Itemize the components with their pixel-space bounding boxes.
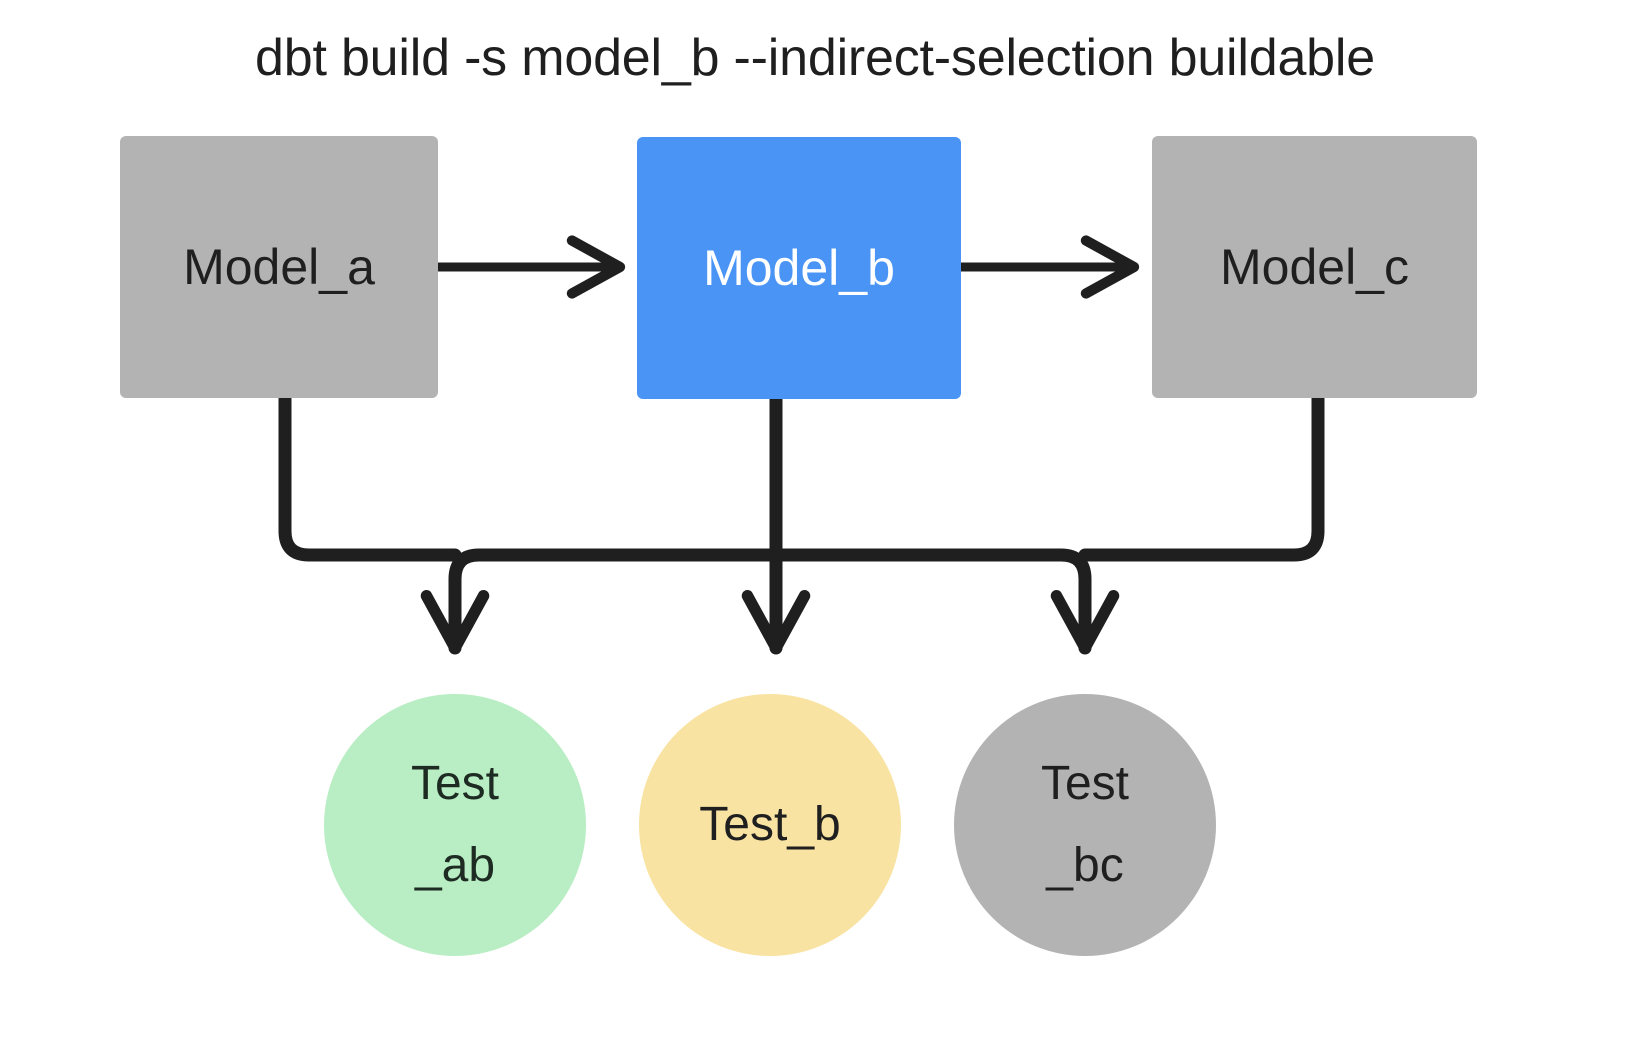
edge-model-c-to-test-bc: [1078, 391, 1325, 562]
node-model-b-label: Model_b: [703, 240, 895, 296]
node-test-bc-label-line1: Test: [1040, 757, 1130, 810]
node-test-bc[interactable]: Test _bc: [954, 694, 1216, 956]
node-test-ab-label-line1: Test: [410, 757, 500, 810]
node-model-a[interactable]: Model_a: [120, 136, 438, 398]
edge-model-b-to-test-bc: [769, 548, 1120, 655]
node-model-a-label: Model_a: [183, 239, 375, 295]
node-model-b[interactable]: Model_b: [637, 137, 961, 399]
node-model-c-label: Model_c: [1220, 239, 1409, 295]
node-test-ab[interactable]: Test _ab: [324, 694, 586, 956]
page-title: dbt build -s model_b --indirect-selectio…: [255, 29, 1375, 87]
node-model-c[interactable]: Model_c: [1152, 136, 1477, 398]
edge-model-b-to-test-ab: [420, 548, 783, 655]
node-test-b[interactable]: Test_b: [639, 694, 901, 956]
node-test-b-label-line1: Test_b: [699, 798, 841, 851]
node-test-bc-label-line2: _bc: [1046, 839, 1124, 892]
node-test-ab-label-line2: _ab: [414, 839, 496, 892]
edge-model-a-to-test-ab: [278, 391, 462, 562]
